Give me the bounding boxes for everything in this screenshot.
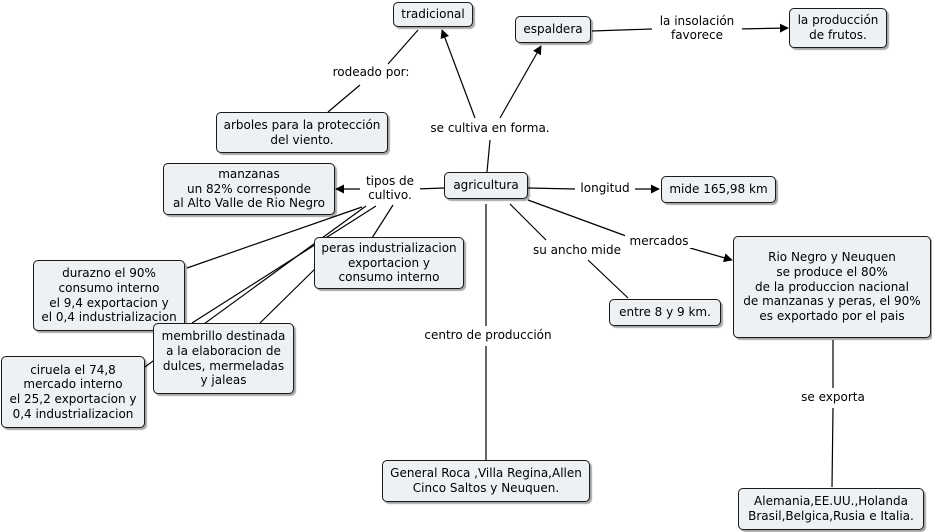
edge-mercados-rio-negro [689,247,733,263]
edge-se-cultiva-espaldera [499,45,542,119]
node-peras[interactable]: peras industrializacion exportacion y co… [314,237,464,289]
node-manzanas[interactable]: manzanas un 82% corresponde al Alto Vall… [163,163,335,215]
label-se-cultiva: se cultiva en forma. [424,121,556,136]
edge-agricultura-tipos [415,187,445,190]
edge-tipos-membrillo [191,205,377,324]
label-rodeado: rodeado por: [326,65,416,80]
edge-peras-membrillo [259,265,319,324]
node-ciruela[interactable]: ciruela el 74,8 mercado interno el 25,2 … [1,356,145,428]
node-entre[interactable]: entre 8 y 9 km. [609,299,721,326]
edge-agricultura-mercados [527,199,627,237]
label-exporta: se exporta [796,390,870,405]
edge-tradicional-rodeado [387,29,419,65]
node-rio-negro[interactable]: Rio Negro y Neuquen se produce el 80% de… [733,236,931,338]
node-espaldera[interactable]: espaldera [515,16,591,43]
node-alemania[interactable]: Alemania,EE.UU.,Holanda Brasil,Belgica,R… [738,488,924,530]
node-mide[interactable]: mide 165,98 km [661,176,776,203]
label-insolacion: la insolación favorece [652,14,742,43]
edge-ancho-entre [587,259,629,299]
edge-agricultura-longitud [527,187,576,190]
edge-espaldera-insolacion [591,28,653,32]
edge-insolacion-produccion [737,23,789,33]
node-general-roca[interactable]: General Roca ,Villa Regina,Allen Cinco S… [382,460,590,502]
edge-rodeado-arboles [327,84,361,113]
node-agricultura[interactable]: agricultura [444,172,528,199]
edge-agricultura-se-cultiva [486,139,491,173]
node-arboles[interactable]: arboles para la protección del viento. [216,112,388,153]
node-membrillo[interactable]: membrillo destinada a la elaboracion de … [153,323,294,394]
label-ancho: su ancho mide [528,243,626,258]
label-centro: centro de producción [418,328,558,343]
label-mercados: mercados [625,234,693,249]
edge-agricultura-ancho [509,203,547,241]
node-tradicional[interactable]: tradicional [393,2,473,27]
node-produccion-frutos[interactable]: la producción de frutos. [789,8,887,48]
edge-se-cultiva-tradicional [440,29,476,119]
label-longitud: longitud [575,181,635,196]
edge-tipos-peras [371,204,394,239]
label-tipos: tipos de cultivo. [360,174,420,203]
node-durazno[interactable]: durazno el 90% consumo interno el 9,4 ex… [33,260,185,331]
edge-tipos-durazno [186,206,363,269]
edge-exporta-alemania [831,407,834,488]
